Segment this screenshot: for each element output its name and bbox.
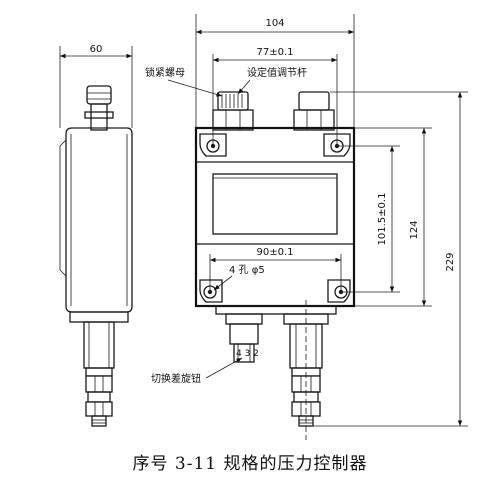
dim-side-width: 60 xyxy=(90,44,103,55)
dim-hole-vertical-spacing: 101.5±0.1 xyxy=(377,193,388,246)
front-view xyxy=(194,91,356,440)
dim-bottom-hole-spacing: 90±0.1 xyxy=(256,247,293,258)
figure-caption: 序号 3-11 规格的压力控制器 xyxy=(132,454,368,474)
dim-total-height: 229 xyxy=(445,252,456,271)
label-switch-knob: 切换差旋钮 xyxy=(151,372,201,385)
mount-hole-bottom-left xyxy=(199,279,223,303)
label-holes: 4 孔 φ5 xyxy=(229,264,265,276)
dim-top-hole-spacing: 77±0.1 xyxy=(256,47,293,58)
dim-body-height: 124 xyxy=(409,220,420,239)
label-setpoint-rod: 设定值调节杆 xyxy=(247,66,307,79)
dim-total-width: 104 xyxy=(265,18,284,29)
label-lock-nut: 锁紧螺母 xyxy=(145,66,185,79)
side-view xyxy=(59,46,133,427)
mount-hole-bottom-right xyxy=(327,279,351,303)
label-knob-digits: 4 3 2 xyxy=(236,349,259,359)
